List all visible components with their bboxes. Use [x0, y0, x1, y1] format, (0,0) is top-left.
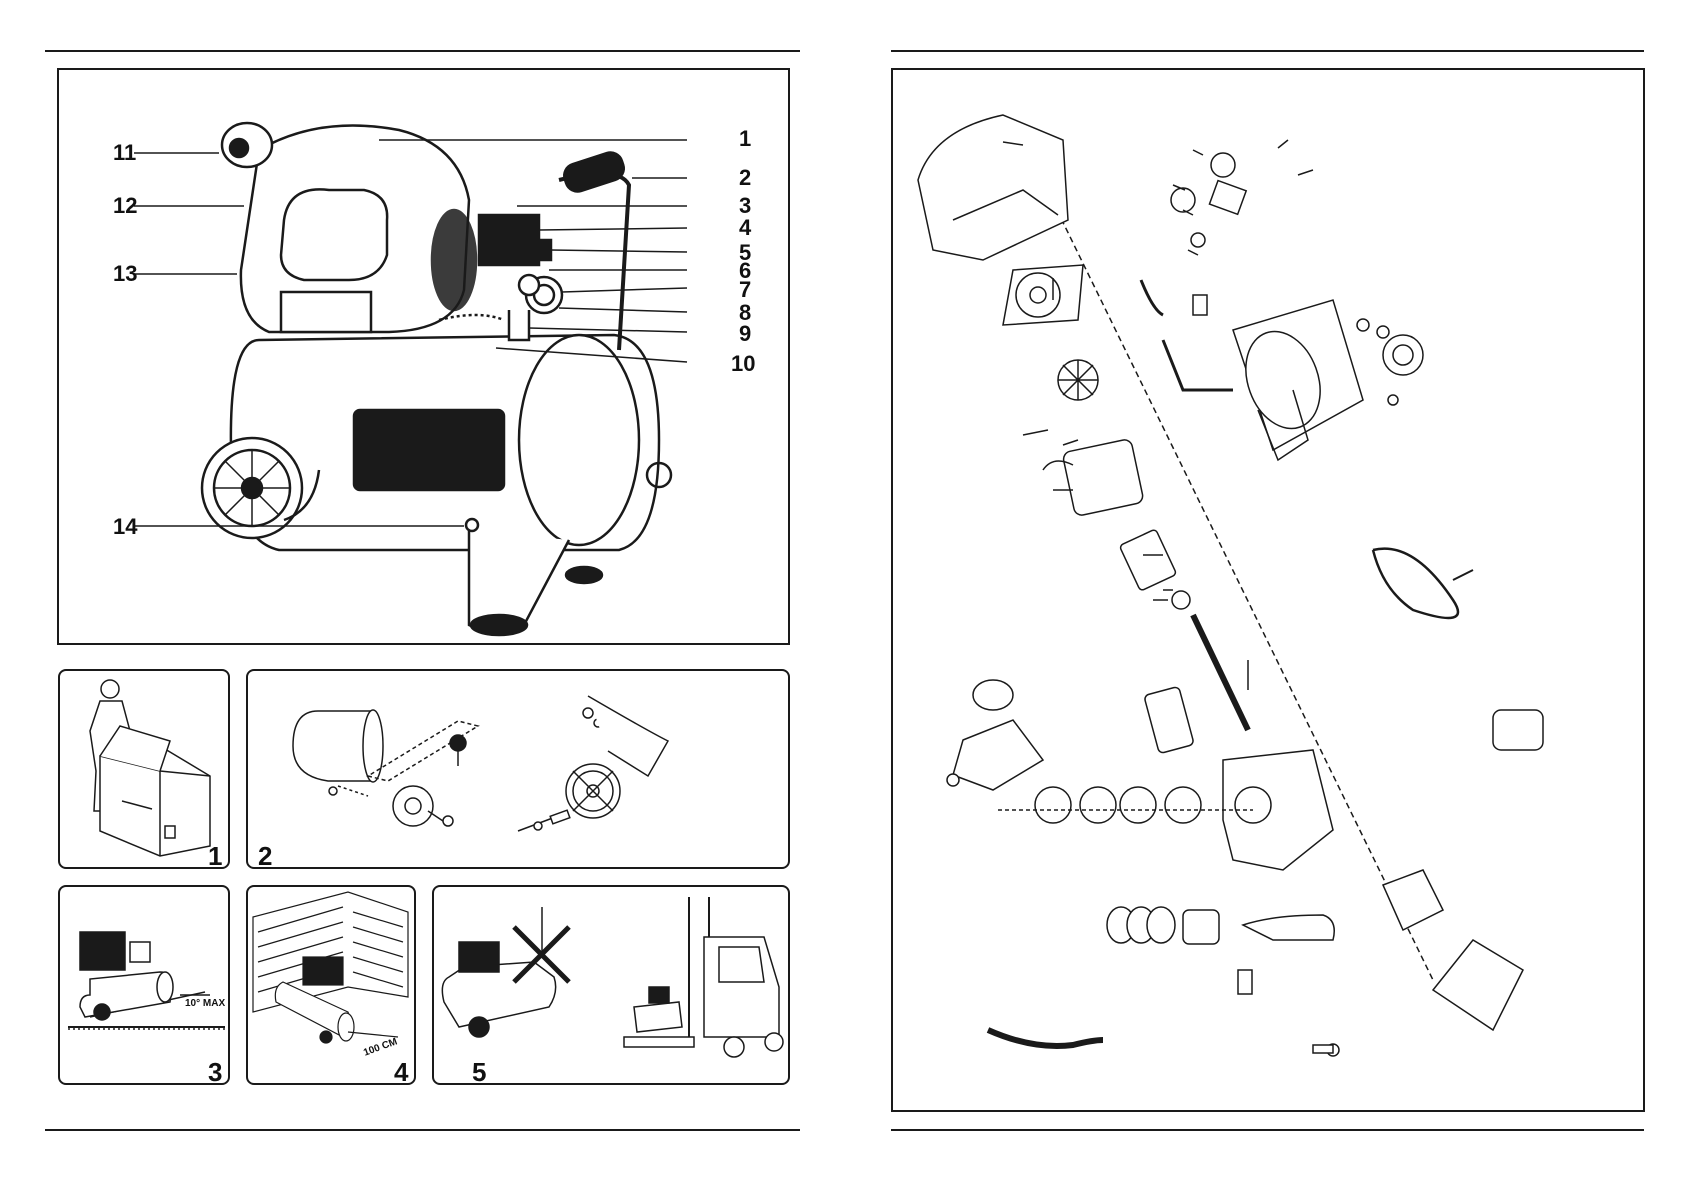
callout-13: 13	[113, 263, 137, 285]
exploded-view-drawing	[893, 70, 1647, 1114]
figure-number-4: 4	[394, 1059, 408, 1085]
figure-number-2: 2	[258, 843, 272, 869]
right-top-rule	[891, 50, 1644, 52]
callout-10: 10	[731, 353, 755, 375]
figure-number-3: 3	[208, 1059, 222, 1085]
callout-4: 4	[739, 217, 751, 239]
wall-clearance-drawing	[248, 887, 418, 1087]
callout-1: 1	[739, 128, 751, 150]
incline-limit-label: 10° MAX	[185, 998, 225, 1009]
unpacking-drawing	[60, 671, 232, 871]
incline-drawing	[60, 887, 232, 1087]
figure-2-wheel-assembly: 2	[246, 669, 790, 869]
figure-number-5: 5	[472, 1059, 486, 1085]
callout-9: 9	[739, 323, 751, 345]
callout-3: 3	[739, 195, 751, 217]
callout-14: 14	[113, 516, 137, 538]
exploded-parts-diagram	[891, 68, 1645, 1112]
figure-5-lifting: 5	[432, 885, 790, 1085]
left-bottom-rule	[45, 1129, 800, 1131]
figure-1-unpacking: 1	[58, 669, 230, 869]
wheel-assembly-drawing	[248, 671, 792, 871]
callout-11: 11	[113, 142, 136, 164]
callout-12: 12	[113, 195, 137, 217]
compressor-drawing	[59, 70, 792, 647]
callout-2: 2	[739, 167, 751, 189]
left-top-rule	[45, 50, 800, 52]
right-bottom-rule	[891, 1129, 1644, 1131]
figure-number-1: 1	[208, 843, 222, 869]
figure-4-wall-clearance: 100 CM 4	[246, 885, 416, 1085]
callout-7: 7	[739, 279, 751, 301]
figure-3-incline: 10° MAX 3	[58, 885, 230, 1085]
lifting-drawing	[434, 887, 792, 1087]
compressor-overview-figure: 1 2 3 4 5 6 7 8 9 10 11 12 13 14	[57, 68, 790, 645]
